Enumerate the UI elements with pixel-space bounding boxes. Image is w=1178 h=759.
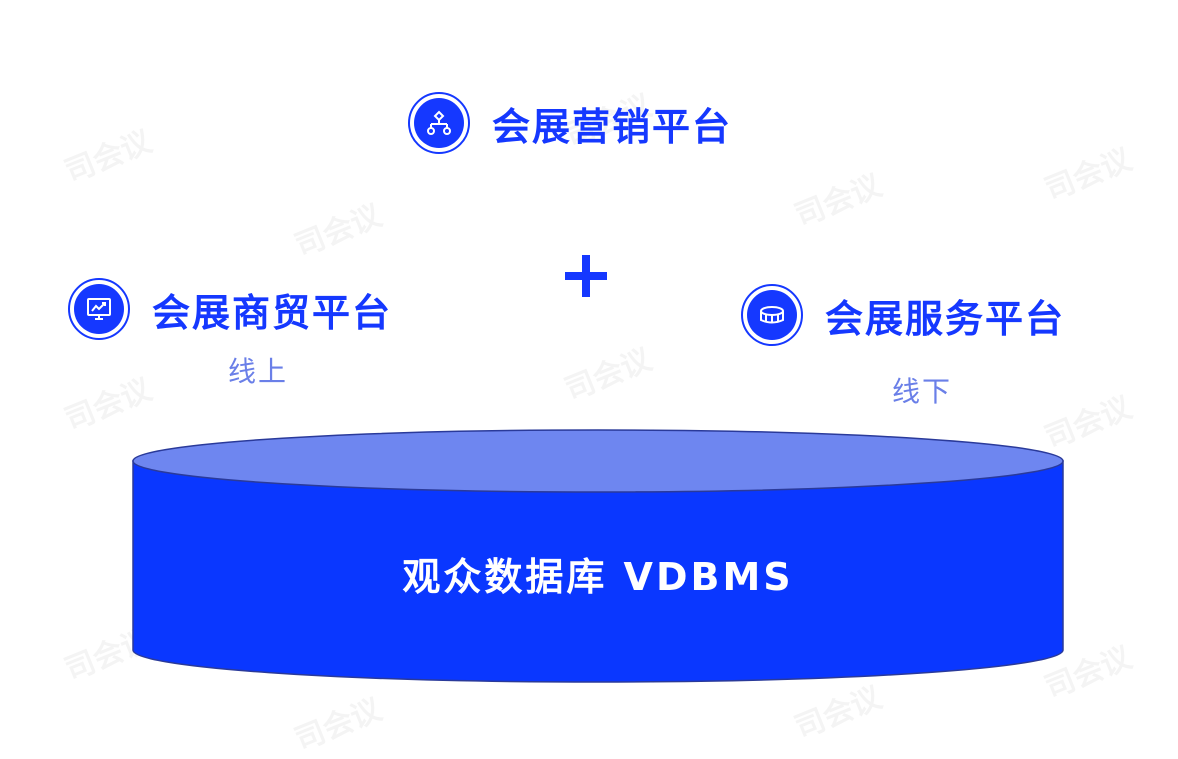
- service-platform: 会展服务平台: [741, 284, 1065, 346]
- trade-platform: 会展商贸平台: [68, 278, 392, 340]
- flowchart-icon: [427, 110, 451, 135]
- marketing-platform: 会展营销平台: [408, 92, 732, 154]
- database-label: 观众数据库 VDBMS: [402, 555, 794, 599]
- service-platform-subtitle: 线下: [892, 375, 953, 408]
- stadium-icon: [760, 306, 784, 324]
- cylinder-top: [132, 429, 1064, 493]
- marketing-platform-title: 会展营销平台: [492, 104, 733, 149]
- plus-icon: [562, 252, 610, 300]
- service-platform-title: 会展服务平台: [825, 296, 1066, 341]
- trade-platform-title: 会展商贸平台: [152, 290, 393, 335]
- marketing-platform-badge: [408, 92, 470, 154]
- monitor-chart-icon: [87, 298, 111, 320]
- trade-platform-subtitle: 线上: [228, 355, 289, 388]
- cylinder-body: [132, 460, 1064, 683]
- trade-platform-badge: [68, 278, 130, 340]
- database-cylinder: [132, 429, 1064, 683]
- service-platform-badge: [741, 284, 803, 346]
